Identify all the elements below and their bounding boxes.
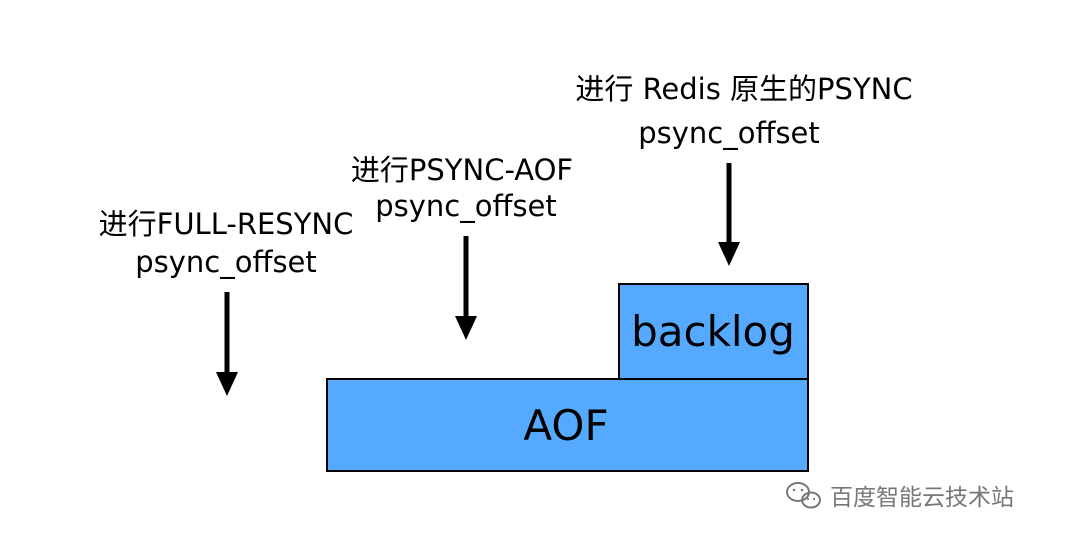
wechat-icon <box>786 482 821 509</box>
psync-aof-arrow <box>455 236 477 340</box>
watermark: 百度智能云技术站 <box>786 482 1014 511</box>
psync-aof-label: 进行PSYNC-AOF psync_offset <box>351 153 573 223</box>
full-resync-label: 进行FULL-RESYNC psync_offset <box>99 207 354 279</box>
psync-aof-title: 进行PSYNC-AOF <box>351 153 573 187</box>
full-resync-offset-label: psync_offset <box>135 245 317 279</box>
watermark-text: 百度智能云技术站 <box>830 485 1014 511</box>
aof-box: AOF <box>326 378 809 472</box>
native-psync-label: 进行 Redis 原生的PSYNC psync_offset <box>575 72 912 150</box>
backlog-box: backlog <box>618 283 809 380</box>
native-psync-arrow <box>718 163 740 266</box>
psync-aof-offset-label: psync_offset <box>375 189 557 223</box>
full-resync-title: 进行FULL-RESYNC <box>99 207 354 241</box>
backlog-label: backlog <box>631 307 795 356</box>
native-psync-offset-label: psync_offset <box>638 116 820 150</box>
aof-label: AOF <box>523 401 608 450</box>
full-resync-arrow <box>216 292 238 396</box>
native-psync-title: 进行 Redis 原生的PSYNC <box>575 72 912 106</box>
